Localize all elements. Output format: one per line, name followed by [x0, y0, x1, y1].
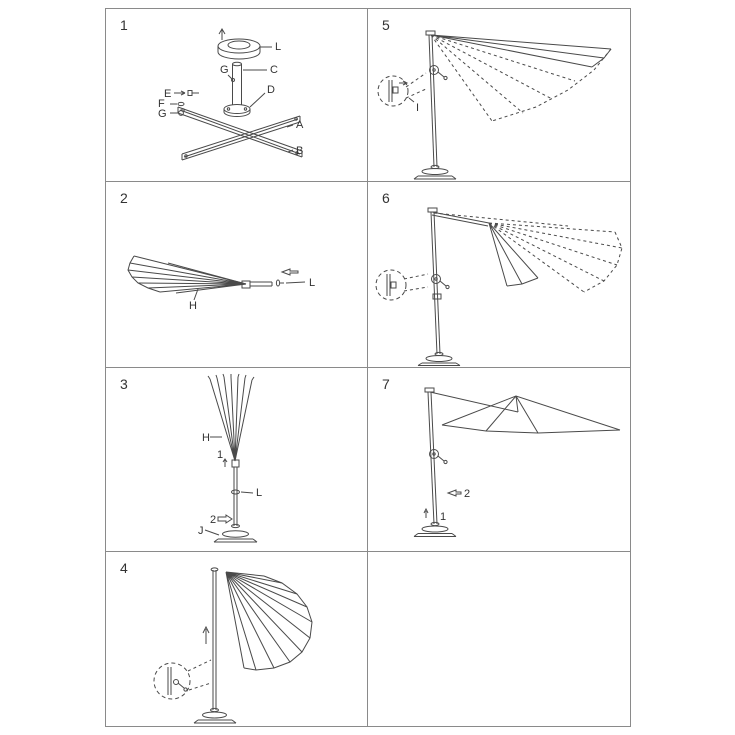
step2-arrow-icon	[217, 514, 233, 524]
step1-arrow-icon	[222, 458, 228, 467]
panel-empty	[368, 552, 630, 726]
diagram-step-3-hanging-canopy: H 1 L 2 J	[198, 373, 262, 543]
up-arrow-icon	[202, 625, 210, 644]
part-label-f: F	[158, 98, 165, 110]
part-label-b: B	[296, 145, 303, 157]
step-number-3: 3	[120, 376, 128, 392]
diagram-step-6-canopy-opening	[375, 207, 623, 366]
part-label-g-top: G	[220, 64, 229, 76]
step1-arrow-icon	[423, 507, 429, 518]
part-label-h: H	[202, 432, 210, 444]
step-number-7: 7	[382, 376, 390, 392]
panel-step-1: 1	[106, 9, 368, 182]
part-label-l: L	[256, 487, 262, 499]
step-number-5: 5	[382, 17, 390, 33]
step-marker-2: 2	[464, 488, 470, 500]
part-label-c: C	[270, 64, 278, 76]
step-marker-1: 1	[217, 449, 223, 461]
panel-step-7: 7	[368, 368, 630, 552]
step-number-4: 4	[120, 560, 128, 576]
part-label-j: J	[198, 525, 204, 537]
part-label-d: D	[267, 84, 275, 96]
diagram-step-4-unfolding	[153, 567, 313, 724]
panel-step-5: 5	[368, 9, 630, 182]
up-arrow-icon	[218, 28, 226, 40]
push-arrow-icon	[399, 80, 409, 86]
insert-arrow-icon	[280, 268, 299, 276]
part-label-i: I	[416, 102, 419, 114]
panel-step-4: 4	[106, 552, 368, 726]
step-marker-2: 2	[210, 514, 216, 526]
step-number-2: 2	[120, 190, 128, 206]
part-label-h: H	[189, 300, 197, 312]
part-label-g-side: G	[158, 108, 167, 120]
diagram-step-7-assembled: 2 1	[413, 387, 621, 537]
diagram-step-5-canopy-rotation: I	[377, 30, 612, 180]
panel-step-3: 3	[106, 368, 368, 552]
panel-step-6: 6	[368, 182, 630, 368]
part-label-l: L	[275, 41, 281, 53]
part-label-l: L	[309, 277, 315, 289]
part-label-e: E	[164, 88, 171, 100]
step-number-1: 1	[120, 17, 128, 33]
diagram-step-1-exploded-base: L C G E D F G A B	[158, 28, 304, 161]
part-label-a: A	[296, 119, 304, 131]
diagram-step-2-folded-canopy: H L	[127, 255, 315, 312]
step-marker-1: 1	[440, 511, 446, 523]
step2-arrow-icon	[446, 489, 462, 497]
panel-step-2: 2 H L	[106, 182, 368, 368]
instruction-sheet: 1	[105, 8, 631, 727]
step-number-6: 6	[382, 190, 390, 206]
